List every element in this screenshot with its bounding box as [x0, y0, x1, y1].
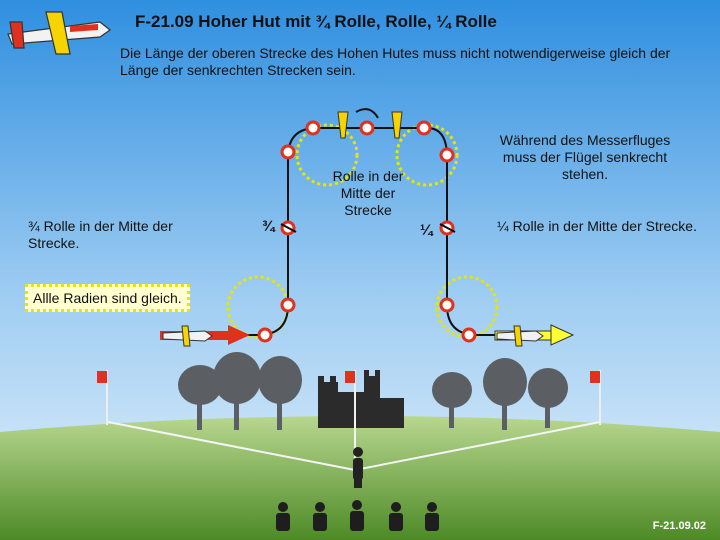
radii-note: Allle Radien sind gleich.	[25, 284, 190, 312]
flag-center	[345, 370, 356, 420]
pilot	[353, 447, 363, 488]
intro-text: Die Länge der oberen Strecke des Hohen H…	[120, 45, 671, 78]
radius-circle-exit	[435, 275, 499, 339]
marker-left-top	[280, 144, 296, 160]
flag-left	[97, 370, 108, 425]
castle	[318, 370, 404, 428]
page-title: F-21.09 Hoher Hut mit ¾ Rolle, Rolle, ¼ …	[135, 12, 497, 31]
roll-direction-arrow	[355, 108, 379, 119]
marker-exit	[461, 327, 477, 343]
fraction-three-quarter: ¾	[262, 218, 275, 235]
full-roll-label: Rolle in der Mitte der Strecke	[332, 168, 404, 218]
judging-markers	[257, 120, 477, 343]
marker-right-bottom	[439, 297, 455, 313]
radius-circle-top-right	[395, 123, 459, 187]
aircraft-roll-icons	[337, 111, 403, 139]
fraction-quarter: ¼	[420, 222, 433, 239]
flag-right	[590, 370, 601, 425]
knife-edge-label: Während des Messerfluges muss der Flügel…	[499, 132, 671, 182]
airplane-icon	[7, 11, 112, 55]
marker-left-bottom	[280, 297, 296, 313]
figure-id: F-21.09.02	[652, 520, 706, 532]
radius-circle-top-left	[295, 123, 359, 187]
background-trees	[178, 352, 568, 430]
aircraft-exit-icon	[496, 325, 544, 347]
quarter-roll-label: ¼ Rolle in der Mitte der Strecke.	[497, 218, 697, 234]
spectators	[276, 500, 439, 531]
marker-top-1	[305, 120, 321, 136]
aircraft-entry-icon	[162, 325, 213, 347]
roll-symbols	[280, 223, 456, 233]
marker-top-3	[416, 120, 432, 136]
three-quarter-roll-label: ¾ Rolle in der Mitte der Strecke.	[28, 218, 173, 251]
marker-top-2	[359, 120, 375, 136]
marker-right-top	[439, 147, 455, 163]
marker-entry	[257, 327, 273, 343]
